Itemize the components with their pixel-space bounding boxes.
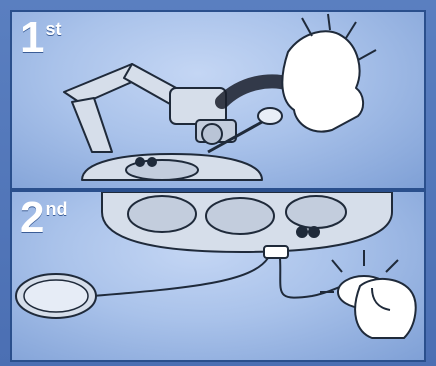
button-icon <box>147 157 157 167</box>
hand-icon <box>281 13 377 133</box>
motion-arrow <box>215 74 297 109</box>
spoon-handle <box>207 120 263 154</box>
step-2-label: 2nd <box>20 196 67 240</box>
step-1-panel: 1st <box>10 10 426 190</box>
button-icon <box>308 226 320 238</box>
button-icon <box>135 157 145 167</box>
step-1-suffix: st <box>45 19 62 39</box>
step-2-illustration <box>15 192 417 339</box>
bowl-middle <box>205 197 275 235</box>
step-1-label: 1st <box>20 16 62 60</box>
step-2-panel: 2nd <box>10 190 426 362</box>
arm-base-column <box>71 97 113 153</box>
bowl-right <box>285 195 347 229</box>
cable-left <box>91 257 269 297</box>
step-1-number: 1 <box>20 13 45 62</box>
hand-icon <box>354 278 417 339</box>
pad-switch-inner <box>23 279 89 313</box>
step-2-suffix: nd <box>45 199 68 219</box>
spoon-head <box>257 107 283 125</box>
button-icon <box>296 226 308 238</box>
bowl-left <box>127 195 197 233</box>
step-2-number: 2 <box>20 193 45 242</box>
gripper-joint <box>201 123 223 145</box>
step-1-illustration <box>63 13 377 181</box>
port-icon <box>263 245 289 259</box>
